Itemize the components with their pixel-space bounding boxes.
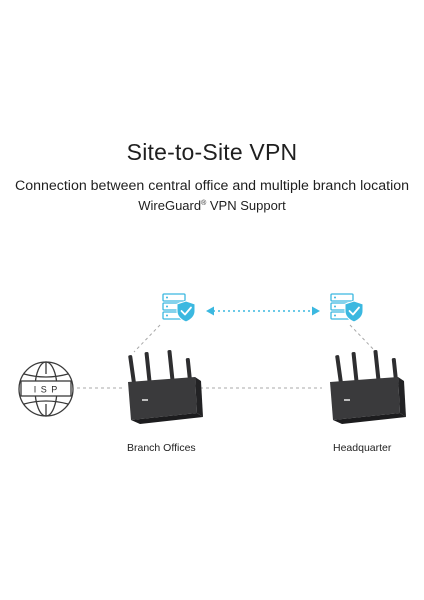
branch-server-link	[133, 324, 161, 353]
connector-lines	[77, 324, 377, 389]
server-shield-icon	[330, 293, 364, 323]
feature-name: WireGuard	[138, 198, 202, 213]
feature-suffix: VPN Support	[206, 198, 286, 213]
branch-offices-label: Branch Offices	[127, 442, 196, 454]
globe-icon	[18, 361, 74, 417]
router-icon	[330, 350, 406, 424]
feature-line: WireGuard® VPN Support	[0, 198, 424, 213]
hq-server-link	[349, 324, 377, 353]
server-shield-icon	[162, 293, 196, 323]
headquarter-label: Headquarter	[333, 442, 392, 454]
isp-label: I S P	[34, 385, 59, 395]
router-icon	[128, 350, 203, 424]
page-subtitle: Connection between central office and mu…	[14, 178, 410, 194]
registered-mark: ®	[201, 200, 207, 207]
page-title: Site-to-Site VPN	[126, 139, 298, 165]
double-arrow-icon	[206, 306, 320, 316]
